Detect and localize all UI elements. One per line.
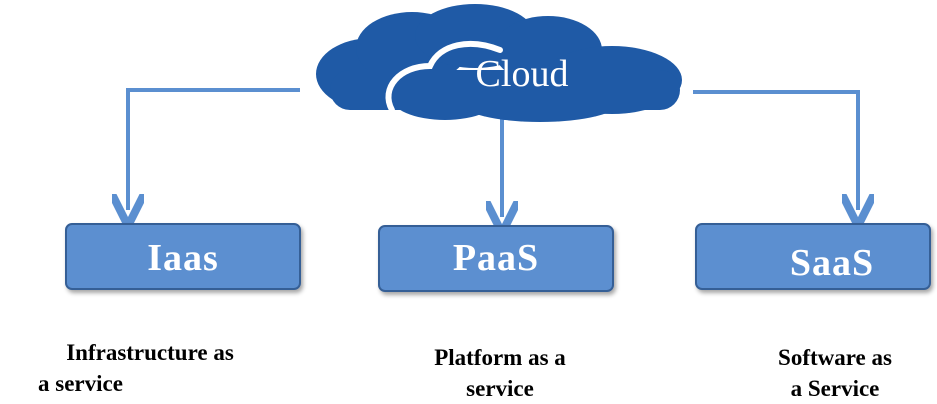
arrow-to-iaas	[128, 88, 300, 210]
description-iaas-line-1: Infrastructure as	[66, 340, 234, 365]
cloud-highlight-curve	[385, 41, 503, 113]
description-paas-line-1: Platform as a	[434, 345, 566, 370]
service-box-saas: SaaS	[695, 223, 931, 290]
service-box-label-iaas: Iaas	[147, 237, 219, 279]
description-paas-line-2: service	[466, 376, 534, 401]
service-box-paas: PaaS	[378, 225, 614, 292]
service-box-iaas: Iaas	[65, 223, 301, 290]
description-saas-line-2: a Service	[790, 376, 880, 401]
description-iaas: Infrastructure as a service	[0, 337, 300, 399]
service-box-label-saas: SaaS	[790, 242, 874, 284]
description-iaas-line-2: a service	[38, 371, 123, 396]
service-box-label-paas: PaaS	[453, 237, 539, 279]
arrow-to-saas	[693, 90, 858, 210]
description-saas-line-1: Software as	[778, 345, 892, 370]
description-paas: Platform as a service	[370, 342, 630, 404]
cloud-label: Cloud	[476, 53, 569, 95]
description-saas: Software as a Service	[735, 342, 935, 404]
connector-arrows	[128, 88, 858, 217]
cloud-icon	[316, 4, 682, 122]
